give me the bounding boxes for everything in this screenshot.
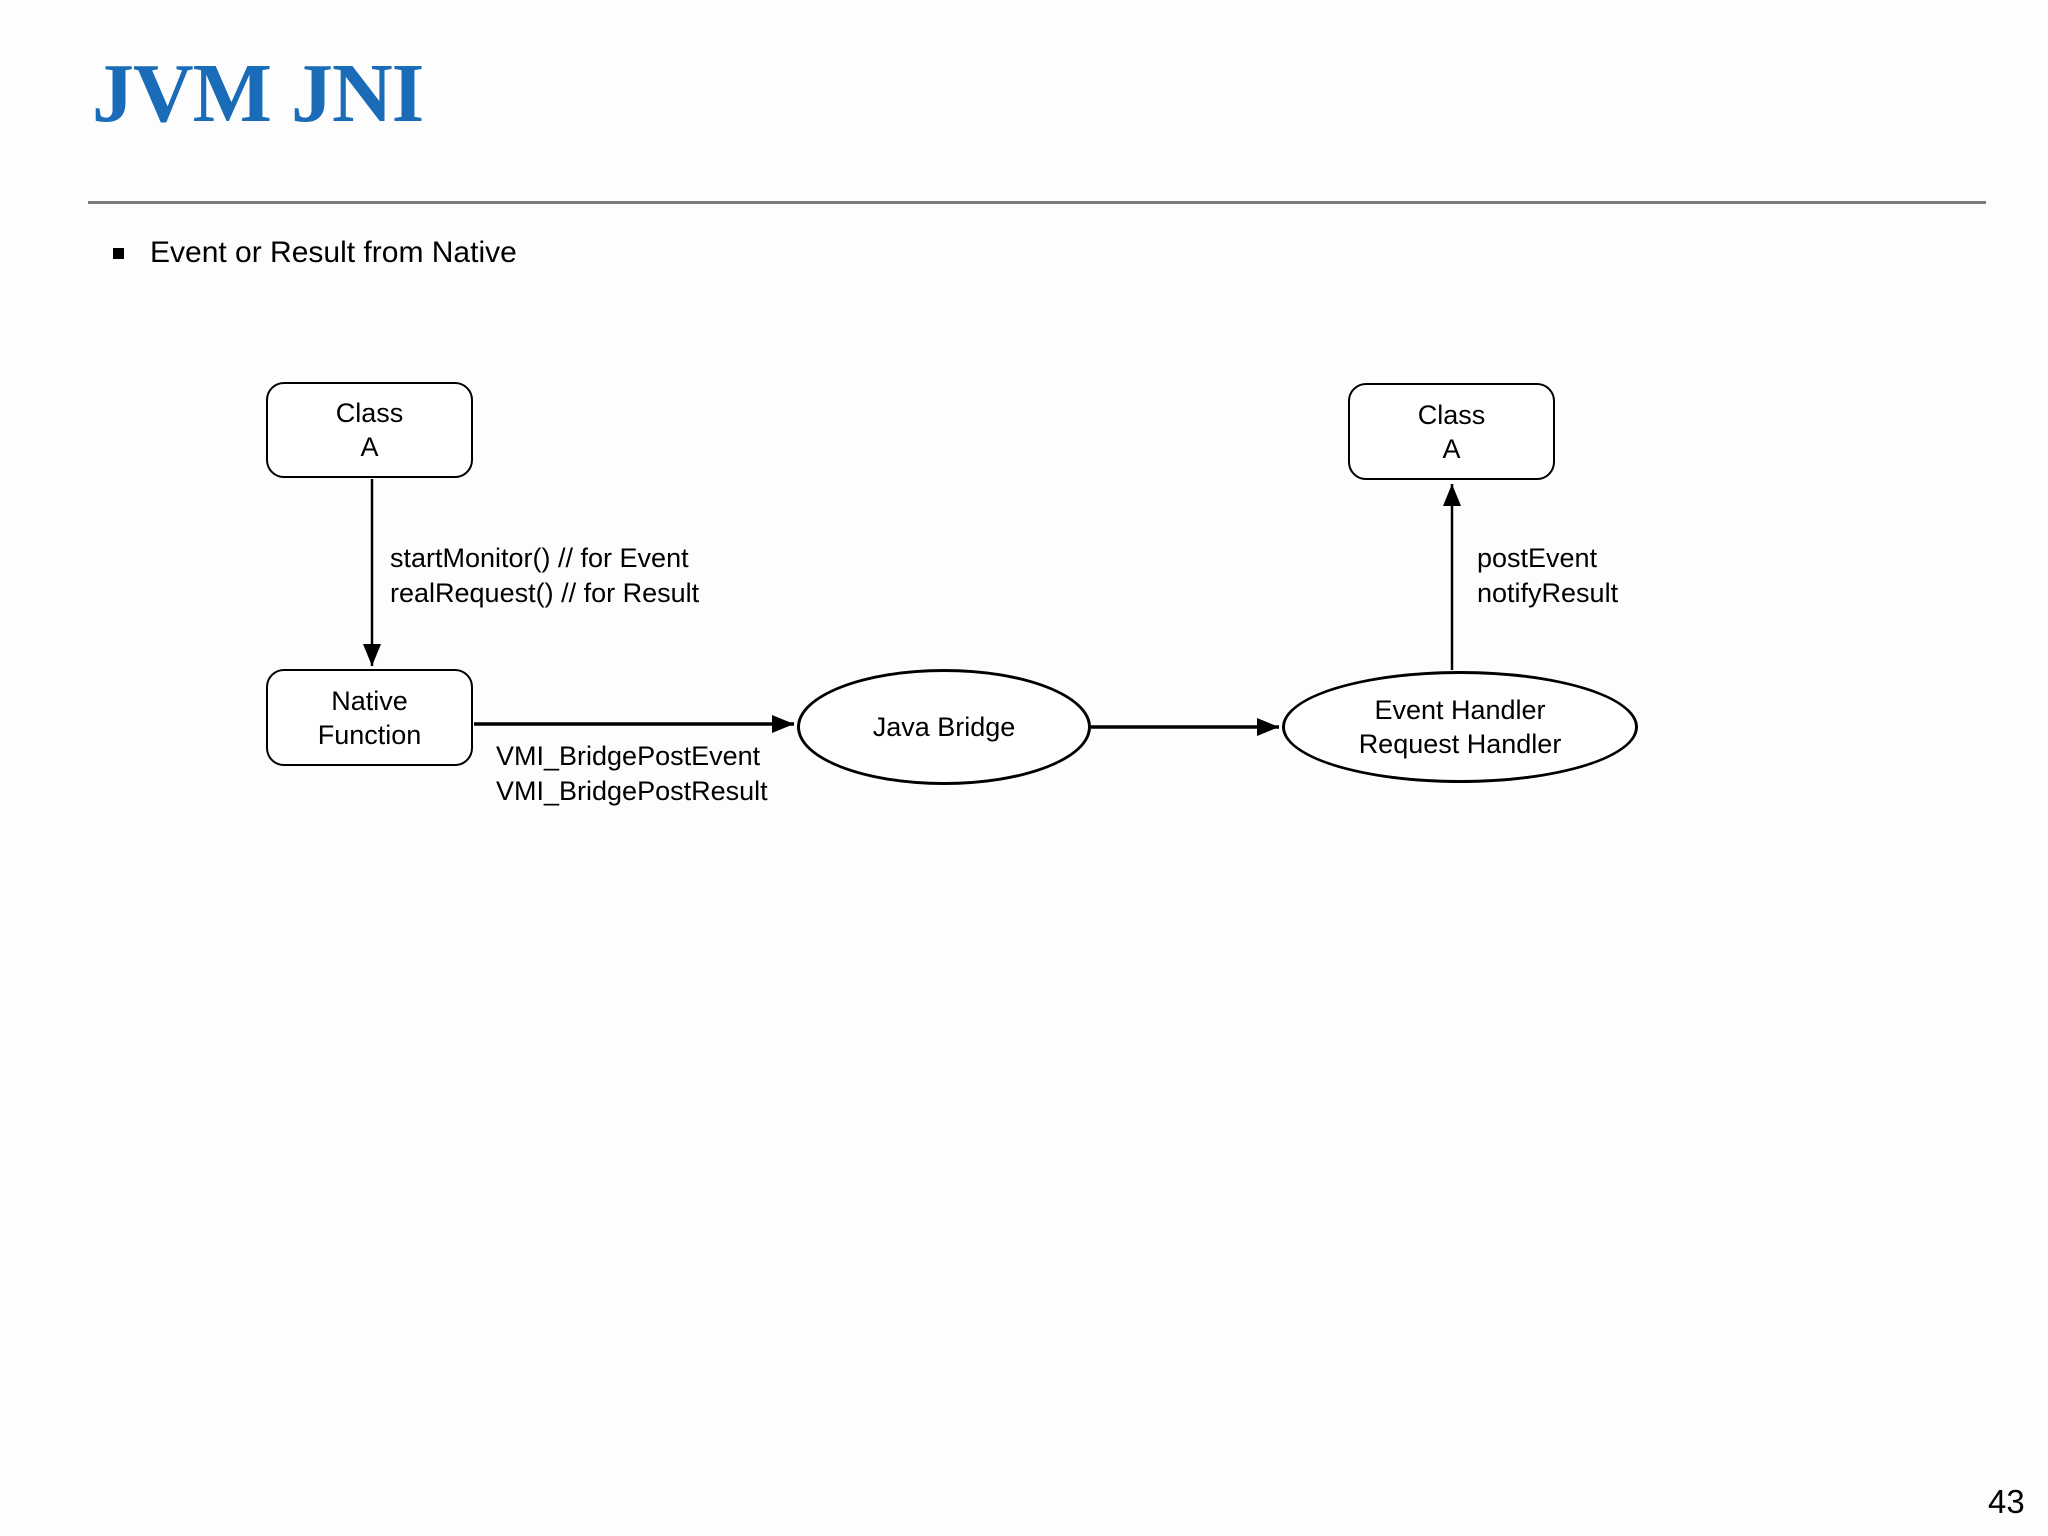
title-divider <box>88 201 1986 204</box>
node-event-handler-line2: Request Handler <box>1358 729 1562 759</box>
bullet-square-icon <box>113 248 124 259</box>
node-class-a-right-line1: Class <box>1417 399 1486 430</box>
node-event-handler-line1: Event Handler <box>1374 695 1546 725</box>
edge-label-handler-to-class-line1: postEvent <box>1477 543 1598 573</box>
page-number: 43 <box>1988 1483 2025 1520</box>
node-class-a-left-line1: Class <box>335 398 404 428</box>
node-native-function-line2: Function <box>317 719 422 750</box>
node-java-bridge: Java Bridge <box>797 669 1091 785</box>
page-title: JVM JNI <box>92 47 424 140</box>
bullet-text: Event or Result from Native <box>150 236 517 269</box>
edge-label-native-to-bridge-line1: VMI_BridgePostEvent <box>496 741 761 771</box>
edge-label-native-to-bridge-line2: VMI_BridgePostResult <box>496 776 768 806</box>
node-class-a-right: Class A <box>1348 383 1555 480</box>
edge-label-class-to-native-line1: startMonitor() // for Event <box>390 543 689 573</box>
edge-label-handler-to-class-line2: notifyResult <box>1477 578 1619 608</box>
node-native-function-line1: Native <box>331 685 408 716</box>
node-event-handler: Event Handler Request Handler <box>1282 671 1638 783</box>
edge-label-handler-to-class: postEvent notifyResult <box>1477 541 1618 611</box>
node-class-a-left: Class A <box>266 382 473 478</box>
edge-label-class-to-native-line2: realRequest() // for Result <box>390 578 700 608</box>
node-native-function: Native Function <box>266 669 473 766</box>
bullet-item: Event or Result from Native <box>113 233 517 273</box>
edge-label-class-to-native: startMonitor() // for Event realRequest(… <box>390 541 699 611</box>
node-java-bridge-line1: Java Bridge <box>872 712 1016 742</box>
node-class-a-left-line2: A <box>360 432 379 462</box>
edge-label-native-to-bridge: VMI_BridgePostEvent VMI_BridgePostResult <box>496 739 768 809</box>
node-class-a-right-line2: A <box>1442 433 1461 464</box>
